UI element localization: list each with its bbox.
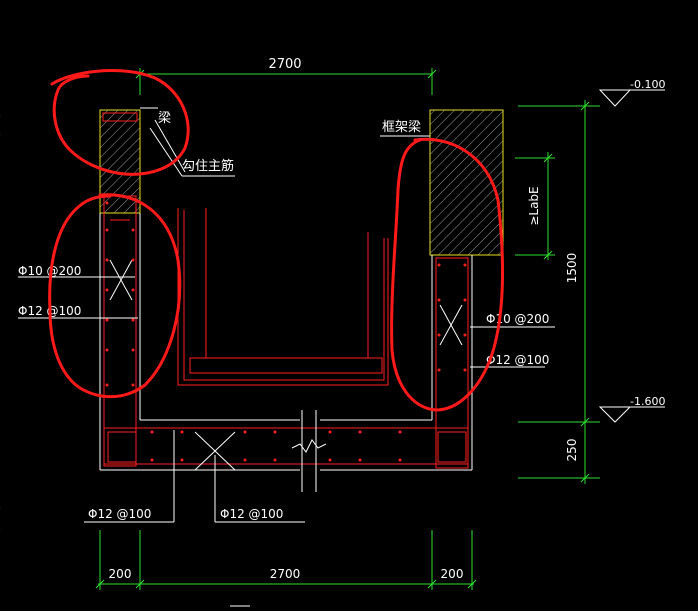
bottom-annotations: Φ12 @100 Φ12 @100 [84,430,305,523]
hook-label: 勾住主筋 [182,158,234,174]
dim-top-label: 2700 [268,57,301,72]
markup-right-wall [390,137,505,412]
right-rebar-label-2: Φ12 @100 [486,353,549,367]
markup-left-wall [48,193,182,399]
frame-beam-label: 框架梁 [382,120,421,135]
red-markup-circles [48,69,505,412]
rebar-dots [105,201,467,462]
right-rebar-label-1: Φ10 @200 [486,312,549,326]
left-beam-top-rebar [102,112,138,122]
level-marker-top: -0.100 [598,78,665,107]
bottom-rebar-label-left: Φ12 @100 [88,507,151,521]
level-bottom-label: -1.600 [630,395,665,408]
base-slab [100,410,472,492]
dim-bottom-mid-label: 2700 [270,567,301,581]
dim-base-label: 250 [565,439,579,462]
markup-top-left [50,69,190,176]
dim-lae-label: ≥LabE [527,186,541,225]
beam-label: 梁 [158,111,171,126]
inner-pit [177,208,389,386]
top-dimension: 2700 [135,57,437,95]
dim-bottom-right-label: 200 [441,567,464,581]
right-wall [431,255,473,470]
bottom-rebar-label-mid: Φ12 @100 [220,507,283,521]
bottom-dimensions: 200 2700 200 [95,530,477,607]
right-annotations: 框架梁 Φ10 @200 Φ12 @100 [380,120,555,368]
left-wall [99,195,141,470]
dim-height-label: 1500 [565,253,579,284]
level-marker-bottom: -1.600 [598,395,665,423]
dim-bottom-left-label: 200 [109,567,132,581]
right-dimensions: 1500 250 ≥LabE [515,100,600,484]
level-top-label: -0.100 [630,78,665,91]
